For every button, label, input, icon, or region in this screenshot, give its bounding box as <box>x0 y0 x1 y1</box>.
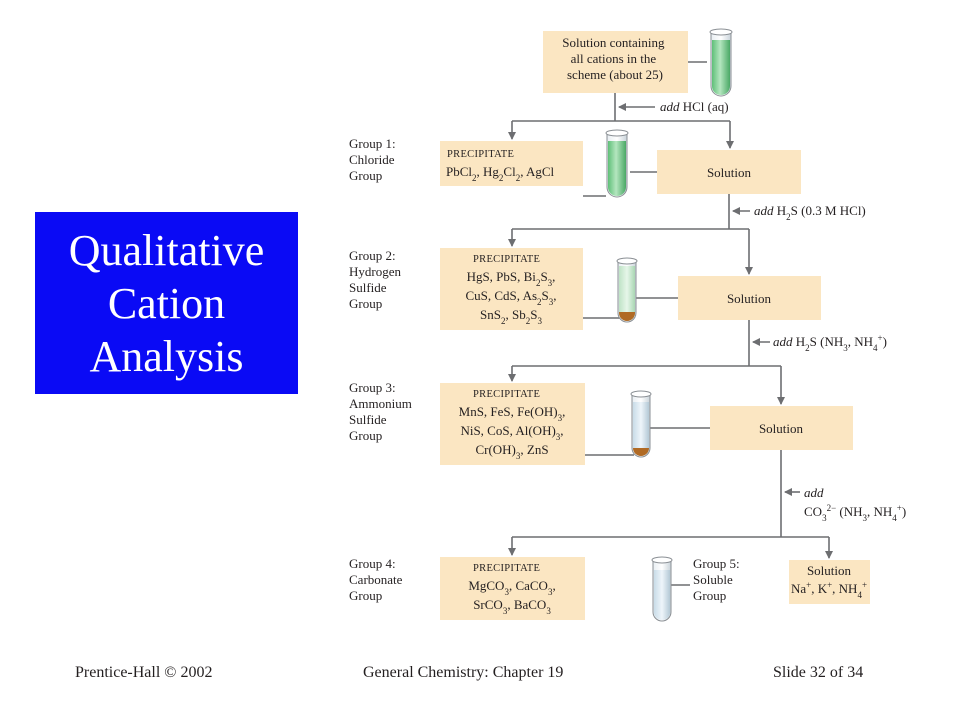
test-tube-icon <box>709 28 733 97</box>
test-tube-icon <box>651 556 673 622</box>
group4-precipitate-box <box>440 557 585 620</box>
start-box-text: Solution containing all cations in the s… <box>562 35 667 82</box>
slide-title-line: Qualitative <box>68 226 265 275</box>
group3-precipitate-line: Cr(OH)3, ZnS <box>475 442 548 461</box>
reagent-h2s-acid: add H2S (0.3 M HCl) <box>754 203 866 222</box>
group3-precipitate-box <box>440 383 585 465</box>
footer-publisher: Prentice-Hall © 2002 <box>75 664 213 681</box>
group3-precipitate-header: PRECIPITATE <box>473 389 540 400</box>
group4-precipitate-header: PRECIPITATE <box>473 563 540 574</box>
start-solution-box <box>543 31 688 93</box>
group2-label: Group 2: Hydrogen Sulfide Group <box>349 248 404 311</box>
group4-precipitate-line: SrCO3, BaCO3 <box>473 597 551 616</box>
group5-solution-box <box>789 560 870 604</box>
group2-precipitate-header: PRECIPITATE <box>473 254 540 265</box>
reagent-hcl: add HCl (aq) <box>660 99 729 114</box>
reagent-carbonate: CO32− (NH3, NH4+) <box>804 503 906 523</box>
group1-label: Group 1: Chloride Group <box>349 136 399 183</box>
group3-solution-box <box>710 406 853 450</box>
reagent-h2s-base: add H2S (NH3, NH4+) <box>773 333 887 353</box>
slide-title-line: Analysis <box>89 332 244 381</box>
slide-title-line: Cation <box>107 279 226 328</box>
test-tube-icon <box>616 257 638 323</box>
reagent-carbonate-add: add <box>804 485 824 500</box>
test-tube-icon <box>605 129 629 198</box>
slide-title: Qualitative Cation Analysis <box>35 212 298 394</box>
group2-solution-label: Solution <box>727 291 772 306</box>
group2-solution-box <box>678 276 821 320</box>
group1-solution-label: Solution <box>707 165 752 180</box>
group1-precipitate-header: PRECIPITATE <box>447 149 514 160</box>
footer-slide-number: Slide 32 of 34 <box>773 664 864 681</box>
group2-precipitate-line: HgS, PbS, Bi2S3, <box>467 269 556 288</box>
group5-solution-title: Solution <box>807 563 852 578</box>
test-tube-icon <box>630 390 652 458</box>
group3-solution-label: Solution <box>759 421 804 436</box>
group1-precipitate-box <box>440 141 583 186</box>
footer-chapter: General Chemistry: Chapter 19 <box>363 664 564 681</box>
group2-precipitate-line: CuS, CdS, As2S3, <box>465 288 556 307</box>
group1-solution-box <box>657 150 801 194</box>
group4-precipitate-line: MgCO3, CaCO3, <box>468 578 555 597</box>
group3-precipitate-line: NiS, CoS, Al(OH)3, <box>460 423 563 442</box>
group2-precipitate-box <box>440 248 583 330</box>
group5-label: Group 5: Soluble Group <box>693 556 743 603</box>
group3-precipitate-line: MnS, FeS, Fe(OH)3, <box>459 404 566 423</box>
group3-label: Group 3: Ammonium Sulfide Group <box>349 380 415 443</box>
group4-label: Group 4: Carbonate Group <box>349 556 406 603</box>
